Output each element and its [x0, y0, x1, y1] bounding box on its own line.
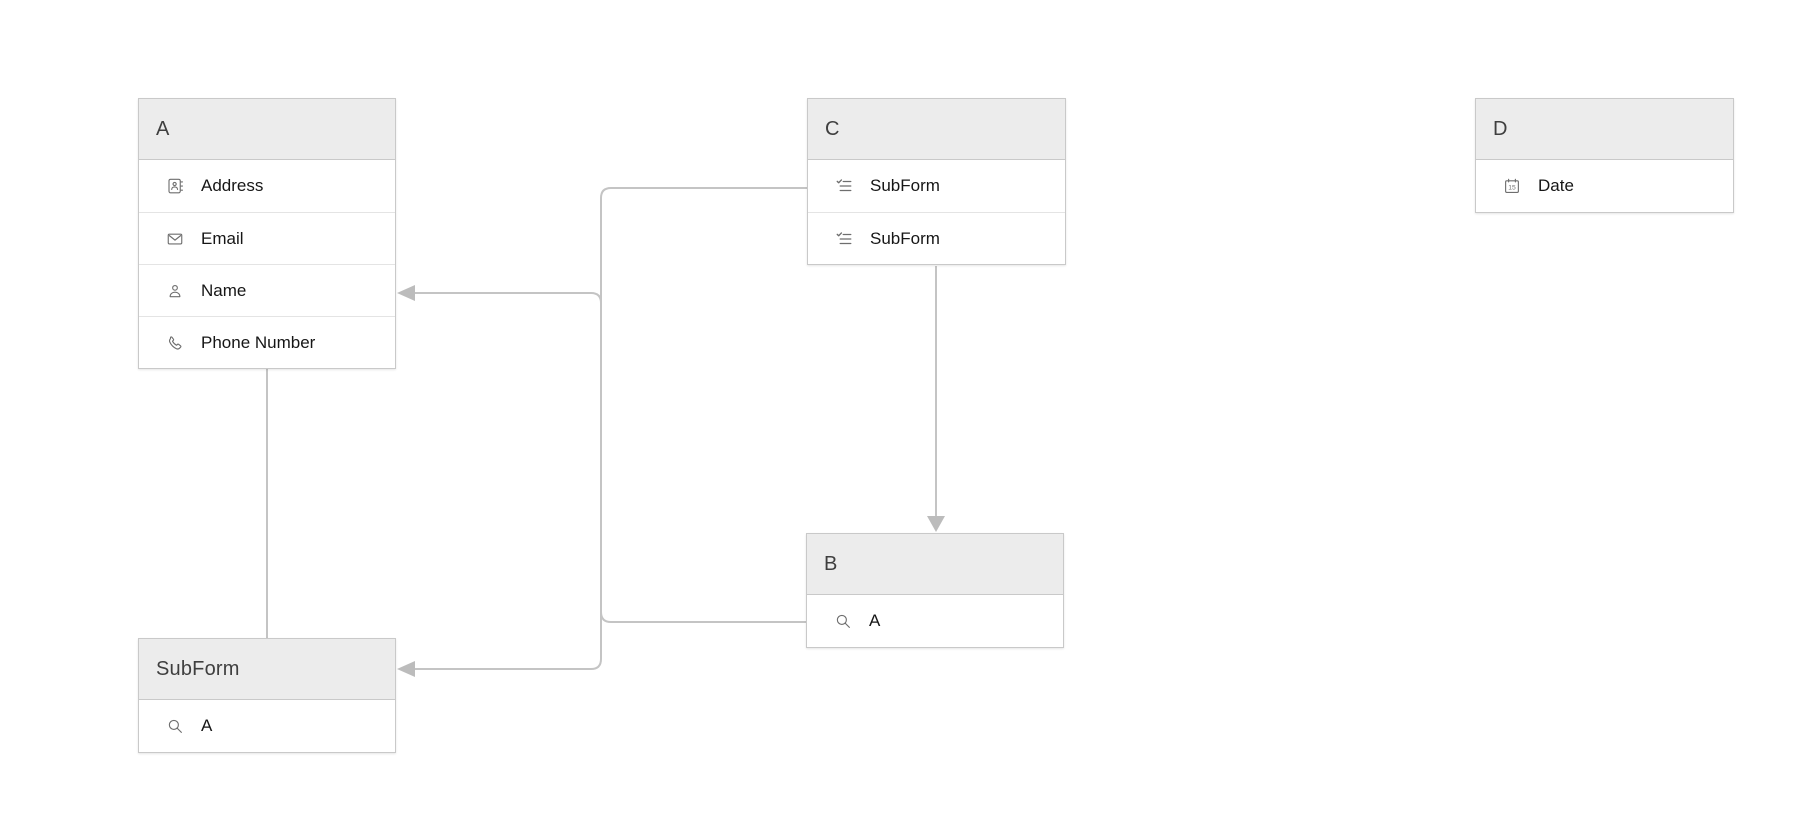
form-node-a[interactable]: A Address Email: [138, 98, 396, 369]
field-row-phone-number[interactable]: Phone Number: [139, 316, 395, 368]
arrowhead-into-a: [397, 285, 415, 301]
field-label-address: Address: [201, 176, 264, 195]
form-a-header[interactable]: A: [139, 99, 395, 160]
calendar-icon: 15: [1503, 177, 1521, 195]
lookup-icon: [166, 717, 184, 735]
connector-c-to-subform: [414, 187, 808, 670]
field-label-subform-1: SubForm: [870, 176, 940, 195]
field-label-phone-number: Phone Number: [201, 332, 316, 352]
phone-icon: [166, 334, 184, 352]
form-b-title: B: [824, 552, 838, 575]
field-row-subform-2[interactable]: SubForm: [808, 212, 1065, 264]
field-label-lookup-a: A: [869, 611, 881, 630]
form-a-title: A: [156, 117, 170, 140]
svg-text:15: 15: [1508, 184, 1516, 191]
field-row-address[interactable]: Address: [139, 160, 395, 212]
form-c-title: C: [825, 117, 840, 140]
field-row-name[interactable]: Name: [139, 264, 395, 316]
form-node-c[interactable]: C SubForm SubFor: [807, 98, 1066, 265]
form-subform-title: SubForm: [156, 657, 240, 680]
form-d-title: D: [1493, 117, 1508, 140]
form-b-header[interactable]: B: [807, 534, 1063, 595]
field-row-lookup-a[interactable]: A: [139, 700, 395, 752]
field-label-subform-2: SubForm: [870, 228, 940, 248]
field-label-email: Email: [201, 228, 244, 248]
lookup-icon: [834, 612, 852, 630]
form-node-subform[interactable]: SubForm A: [138, 638, 396, 753]
field-row-lookup-a[interactable]: A: [807, 595, 1063, 647]
email-icon: [166, 230, 184, 248]
field-label-name: Name: [201, 280, 247, 300]
field-row-date[interactable]: 15 Date: [1476, 160, 1733, 212]
form-d-header[interactable]: D: [1476, 99, 1733, 160]
field-row-email[interactable]: Email: [139, 212, 395, 264]
field-label-lookup-a: A: [201, 716, 213, 735]
subform-icon: [835, 177, 853, 195]
address-icon: [166, 177, 184, 195]
arrowhead-into-subform: [397, 661, 415, 677]
user-icon: [166, 282, 184, 300]
connector-b-to-a: [414, 292, 807, 623]
subform-icon: [835, 230, 853, 248]
field-label-date: Date: [1538, 176, 1574, 195]
form-node-b[interactable]: B A: [806, 533, 1064, 648]
field-row-subform-1[interactable]: SubForm: [808, 160, 1065, 212]
form-node-d[interactable]: D 15 Date: [1475, 98, 1734, 213]
form-c-header[interactable]: C: [808, 99, 1065, 160]
form-subform-header[interactable]: SubForm: [139, 639, 395, 700]
arrowhead-into-b: [927, 516, 945, 532]
